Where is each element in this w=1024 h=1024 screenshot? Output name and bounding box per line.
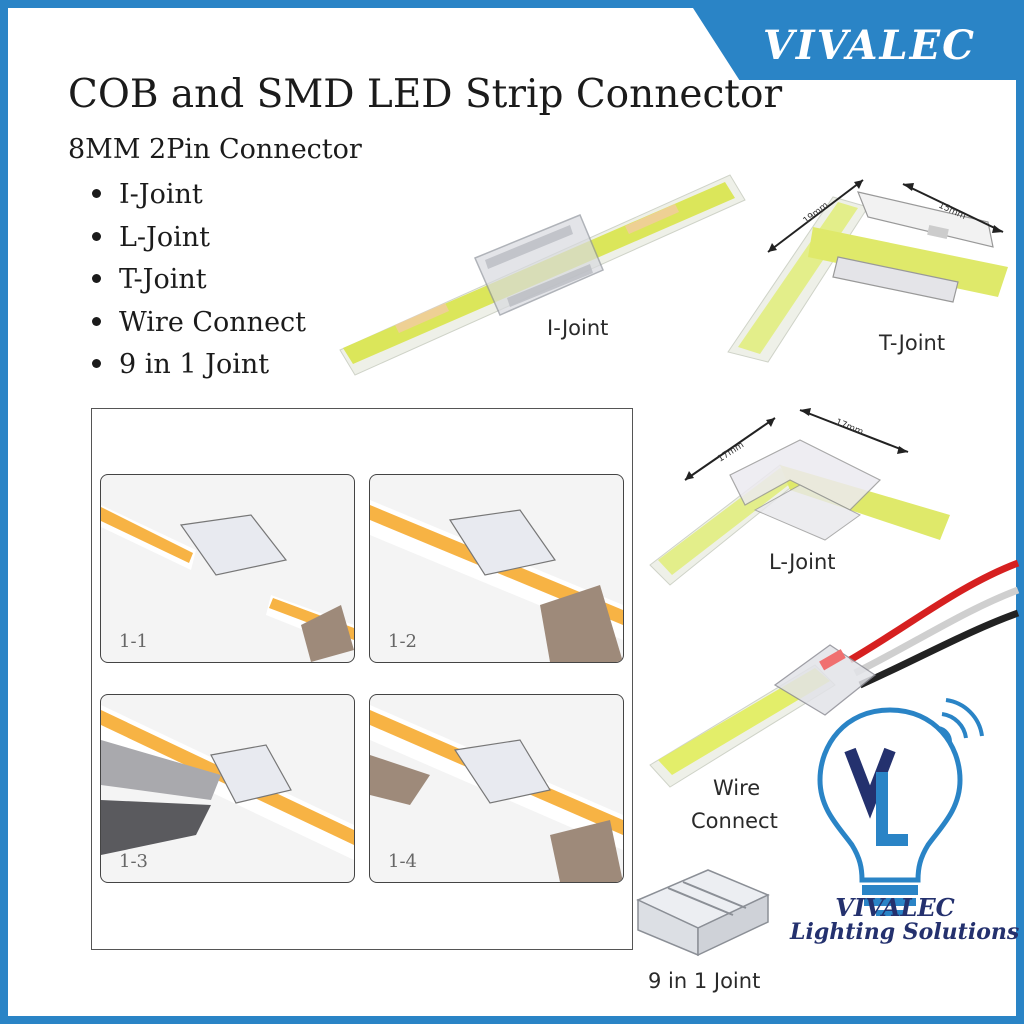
feature-item: 9 in 1 Joint — [92, 344, 306, 387]
bullet-icon — [92, 316, 101, 326]
step-panel: 1-3 — [100, 694, 355, 883]
bullet-icon — [92, 231, 101, 241]
step-label: 1-2 — [388, 631, 417, 652]
feature-item: T-Joint — [92, 259, 306, 302]
l-joint-illustration: 17mm 17mm — [649, 408, 950, 586]
logo-wordmark: VIVALEC Lighting Solutions — [790, 893, 1020, 945]
i-joint-illustration — [339, 174, 746, 376]
step-label: 1-1 — [119, 631, 148, 652]
step-illustration — [370, 500, 623, 662]
step-label: 1-3 — [119, 851, 148, 872]
t-joint-illustration: 19mm 15mm — [727, 179, 1008, 363]
feature-item: Wire Connect — [92, 302, 306, 345]
l-joint-dim-right: 17mm — [834, 418, 865, 438]
wire-connect-caption-line1: Wire — [713, 776, 761, 800]
bullet-icon — [92, 359, 101, 368]
feature-item: I-Joint — [92, 174, 306, 217]
step-illustration — [370, 705, 623, 882]
l-joint-caption: L-Joint — [769, 550, 836, 574]
bullet-icon — [92, 189, 101, 198]
page-subtitle: 8MM 2Pin Connector — [68, 134, 362, 165]
feature-list: I-Joint L-Joint T-Joint Wire Connect 9 i… — [92, 174, 306, 387]
step-panel: 1-4 — [369, 694, 624, 883]
brand-banner: VIVALEC — [693, 8, 1024, 80]
t-joint-caption: T-Joint — [879, 331, 946, 355]
step-panel: 1-2 — [369, 474, 624, 663]
bullet-icon — [92, 274, 101, 283]
vivalec-bulb-logo — [817, 698, 984, 916]
step-panel: 1-1 — [100, 474, 355, 663]
nine-in-one-joint-illustration — [636, 869, 770, 957]
l-joint-dim-left: 17mm — [716, 440, 746, 464]
wire-connect-illustration — [649, 559, 1020, 788]
i-joint-caption: I-Joint — [547, 316, 609, 340]
feature-item: L-Joint — [92, 217, 306, 260]
step-illustration — [101, 705, 354, 860]
step-illustration — [101, 505, 354, 662]
brand-name: VIVALEC — [762, 22, 976, 69]
nine-in-one-caption: 9 in 1 Joint — [648, 969, 761, 993]
wire-connect-caption-line2: Connect — [691, 809, 778, 833]
page-title: COB and SMD LED Strip Connector — [68, 72, 783, 117]
installation-steps-panel: 1-1 1-2 1-3 1-4 — [91, 408, 633, 950]
step-label: 1-4 — [388, 851, 417, 872]
